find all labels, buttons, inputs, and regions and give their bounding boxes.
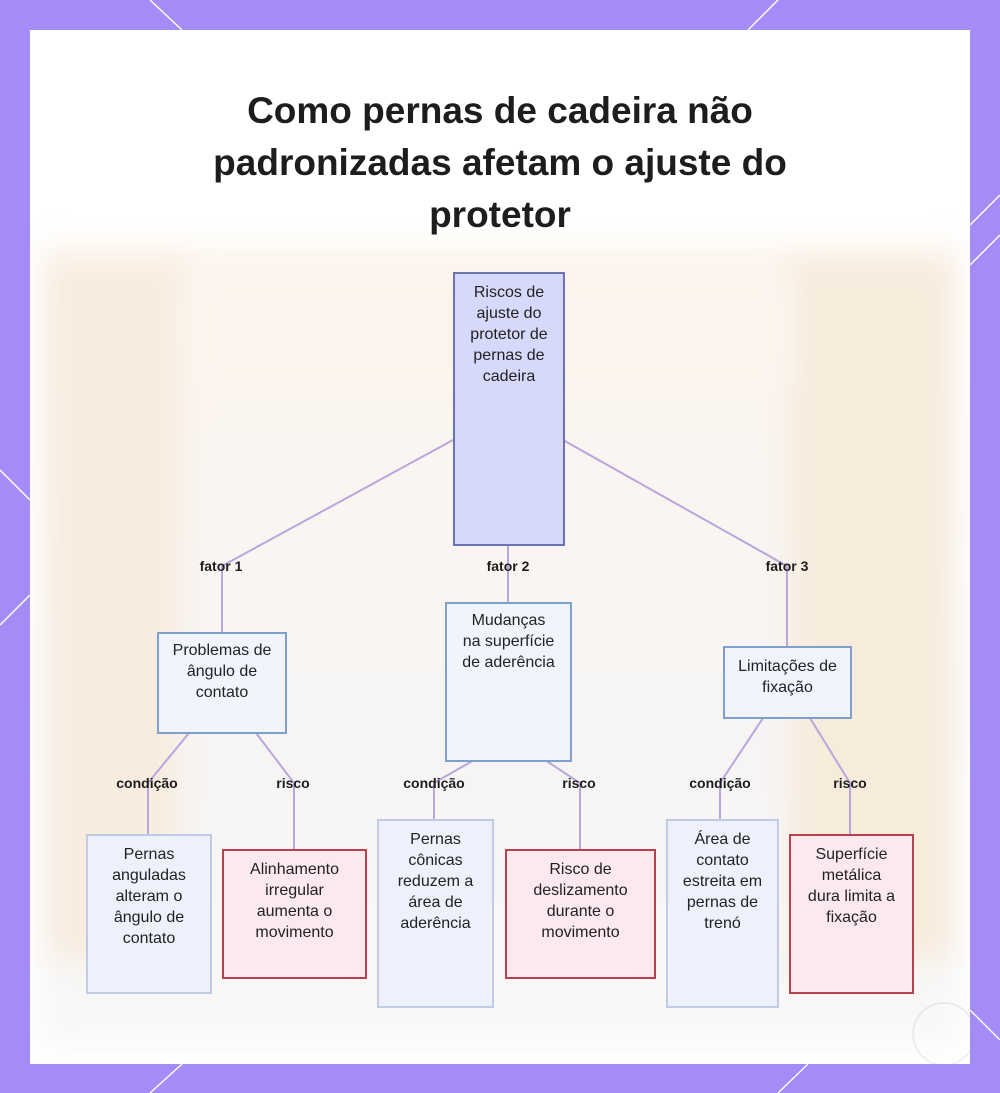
node-root-label: Riscos de ajuste do protetor de pernas d… (470, 284, 548, 385)
node-factor2: Mudanças na superfície de aderência (445, 602, 572, 762)
node-factor3: Limitações de fixação (723, 646, 852, 719)
node-factor1: Problemas de ângulo de contato (157, 632, 287, 734)
edge-label-cond1: condição (116, 775, 178, 791)
page-title: Como pernas de cadeira não padronizadas … (213, 90, 787, 235)
node-factor1-label: Problemas de ângulo de contato (172, 642, 272, 701)
node-risk3: Superfície metálica dura limita a fixaçã… (789, 834, 914, 994)
edge-root-factor1 (221, 439, 454, 632)
node-risk1: Alinhamento irregular aumenta o moviment… (222, 849, 367, 979)
edge-label-factor2: fator 2 (486, 558, 530, 574)
node-cond3: Área de contato estreita em pernas de tr… (666, 819, 779, 1008)
edge-label-risk2: risco (562, 775, 596, 791)
edge-label-factor1: fator 1 (199, 558, 243, 574)
edge-label-risk1: risco (276, 775, 310, 791)
edge-factor2-cond2 (433, 759, 475, 820)
node-cond3-label: Área de contato estreita em pernas de tr… (682, 831, 763, 932)
connector-lines (147, 439, 851, 850)
watermark-badge (912, 1002, 970, 1064)
edge-label-factor3: fator 3 (765, 558, 809, 574)
node-cond1-label: Pernas anguladas alteram o ângulo de con… (112, 846, 186, 947)
edge-label-risk3: risco (833, 775, 867, 791)
node-risk3-label: Superfície metálica dura limita a fixaçã… (807, 846, 896, 926)
node-root: Riscos de ajuste do protetor de pernas d… (453, 272, 565, 546)
edge-factor2-risk2 (544, 759, 581, 850)
edge-factor1-cond1 (147, 732, 190, 835)
edge-root-factor3 (562, 439, 788, 647)
node-factor2-label: Mudanças na superfície de aderência (462, 612, 555, 671)
node-cond2: Pernas cônicas reduzem a área de aderênc… (377, 819, 494, 1008)
node-cond2-label: Pernas cônicas reduzem a área de aderênc… (397, 831, 474, 932)
edge-label-cond2: condição (403, 775, 465, 791)
edge-label-cond3: condição (689, 775, 751, 791)
node-cond1: Pernas anguladas alteram o ângulo de con… (86, 834, 212, 994)
diagram-card: Como pernas de cadeira não padronizadas … (30, 30, 970, 1064)
node-factor3-label: Limitações de fixação (738, 658, 837, 696)
edge-factor3-risk3 (809, 717, 851, 835)
edge-factor1-risk1 (255, 732, 295, 850)
edge-factor3-cond3 (719, 717, 764, 820)
node-risk2-label: Risco de deslizamento durante o moviment… (533, 861, 628, 941)
node-risk2: Risco de deslizamento durante o moviment… (505, 849, 656, 979)
node-risk1-label: Alinhamento irregular aumenta o moviment… (250, 861, 339, 941)
